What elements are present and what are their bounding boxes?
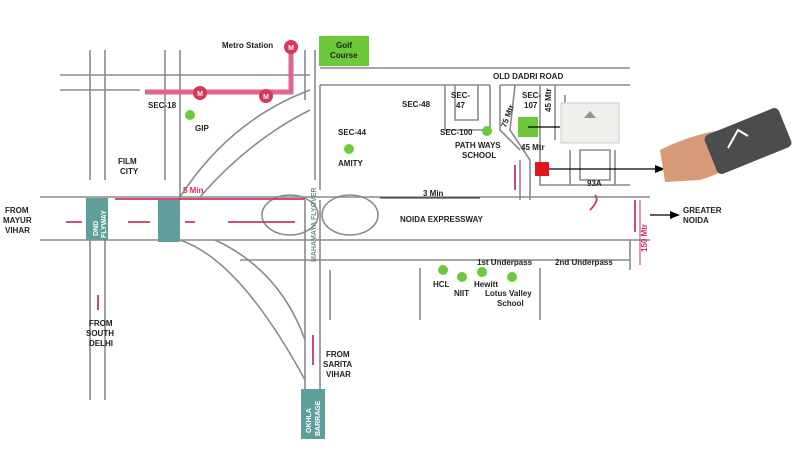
sec44-label: SEC-44	[338, 128, 367, 137]
okhla-barrage-label: BARRAGE	[315, 400, 322, 436]
greater-noida-label: GREATER	[683, 206, 722, 215]
pathways-school-label: PATH WAYS	[455, 141, 501, 150]
okhla-barrage-label: OKHLA	[306, 408, 313, 433]
from-mayur-vihar-label: MAYUR	[3, 216, 32, 225]
from-sarita-vihar-label: VIHAR	[326, 370, 351, 379]
road-150-label: 150 Mtr	[640, 224, 649, 252]
golf-course-area	[319, 36, 369, 66]
route-arrows	[66, 165, 636, 365]
expressway-label: NOIDA EXPRESSWAY	[400, 215, 484, 224]
from-south-delhi-label: DELHI	[89, 339, 113, 348]
toll-plaza	[158, 200, 180, 242]
underpass-1-label: 1st Underpass	[477, 258, 533, 267]
logo-icon	[584, 111, 596, 118]
underpass-2-label: 2nd Underpass	[555, 258, 613, 267]
metro-station-icon[interactable]: M	[259, 89, 273, 103]
from-sarita-vihar-label: SARITA	[323, 360, 352, 369]
sec93a-label: 93A	[587, 179, 602, 188]
project-site-marker-icon[interactable]	[535, 162, 549, 176]
project-logo-card	[560, 102, 620, 144]
landmark-dot-icon	[457, 272, 467, 282]
sec107-label: SEC-	[522, 91, 541, 100]
road-75-label: 75 Mtr	[499, 103, 516, 128]
landmark-dot-icon	[344, 144, 354, 154]
film-city-label: FILM	[118, 157, 137, 166]
sec107-label: 107	[524, 101, 538, 110]
hcl-label: HCL	[433, 280, 450, 289]
sec18-label: SEC-18	[148, 101, 177, 110]
okhla-barrage-toll	[301, 389, 325, 439]
lotus-valley-label: School	[497, 299, 524, 308]
from-sarita-vihar-label: FROM	[326, 350, 350, 359]
metro-station-label: Metro Station	[222, 41, 273, 50]
mahamaya-flyover-label: MAHAMAYA FLYOVER	[311, 188, 318, 262]
from-south-delhi-label: FROM	[89, 319, 113, 328]
from-south-delhi-label: SOUTH	[86, 329, 114, 338]
sec48-label: SEC-48	[402, 100, 431, 109]
pathways-school-label: SCHOOL	[462, 151, 496, 160]
hand-holding-card-image	[660, 108, 792, 182]
five-min-label: 5 Min	[183, 186, 204, 195]
dnd-flyway-label: FLYWAY	[101, 210, 108, 238]
film-city-label: CITY	[120, 167, 139, 176]
dnd-flyway-toll	[86, 198, 108, 240]
landmark-dot-icon	[477, 267, 487, 277]
old-dadri-road-label: OLD DADRI ROAD	[493, 72, 563, 81]
from-mayur-vihar-label: FROM	[5, 206, 29, 215]
metro-station-icon[interactable]: M	[193, 86, 207, 100]
landmark-dot-icon	[185, 110, 195, 120]
sec47-label: 47	[456, 101, 465, 110]
from-mayur-vihar-label: VIHAR	[5, 226, 30, 235]
sec47-label: SEC-	[451, 91, 470, 100]
road-network	[40, 50, 650, 400]
greater-noida-label: NOIDA	[683, 216, 709, 225]
svg-text:M: M	[288, 45, 294, 52]
lotus-valley-label: Lotus Valley	[485, 289, 532, 298]
gip-label: GIP	[195, 124, 209, 133]
sec100-label: SEC-100	[440, 128, 473, 137]
amity-label: AMITY	[338, 159, 364, 168]
road-45-label: 45 Mtr	[544, 88, 553, 112]
svg-text:M: M	[263, 94, 269, 101]
three-min-label: 3 Min	[423, 189, 444, 198]
landmark-dot-icon	[482, 126, 492, 136]
hewitt-label: Hewitt	[474, 280, 498, 289]
metro-station-icon[interactable]: M	[284, 40, 298, 54]
golf-course-label: Golf	[336, 41, 352, 50]
metro-line	[145, 48, 294, 95]
road-45-label: 45 Mtr	[521, 143, 545, 152]
landmark-dot-icon	[507, 272, 517, 282]
landmark-dot-icon	[438, 265, 448, 275]
svg-text:M: M	[197, 91, 203, 98]
niit-label: NIIT	[454, 289, 469, 298]
dnd-flyway-label: DND	[93, 221, 100, 236]
golf-course-label: Course	[330, 51, 358, 60]
